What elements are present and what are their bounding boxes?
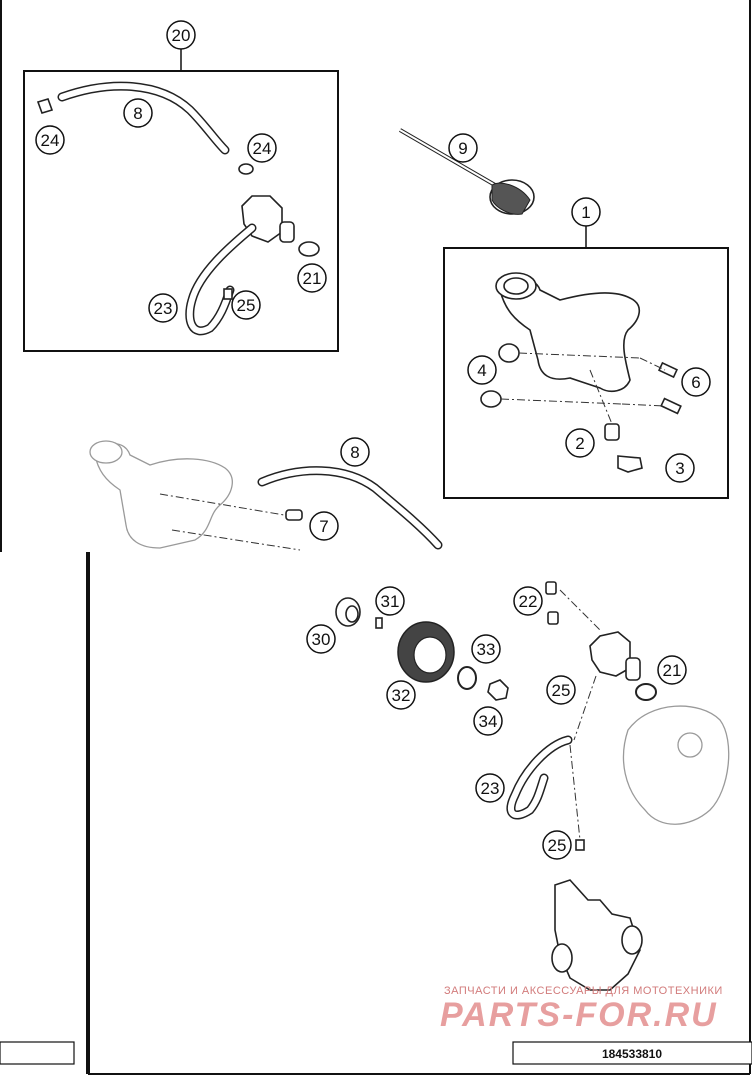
callout-label: 25 (552, 681, 571, 700)
callout-20: 20 (166, 20, 196, 50)
callout-31: 31 (375, 586, 405, 616)
kit-box-1 (443, 226, 729, 499)
callout-label: 30 (312, 630, 331, 649)
callout-label: 8 (133, 104, 142, 123)
callout-label: 23 (481, 779, 500, 798)
callout-25: 25 (542, 830, 572, 860)
callout-24: 24 (247, 133, 277, 163)
callout-label: 21 (663, 661, 682, 680)
callout-label: 3 (675, 459, 684, 478)
callout-label: 31 (381, 592, 400, 611)
callout-label: 34 (479, 712, 498, 731)
callout-label: 9 (458, 139, 467, 158)
callout-7: 7 (309, 511, 339, 541)
callout-label: 8 (350, 443, 359, 462)
callout-label: 7 (319, 517, 328, 536)
callout-3: 3 (665, 453, 695, 483)
callout-8: 8 (123, 98, 153, 128)
carburetor-assembly (335, 581, 730, 991)
callout-label: 6 (691, 373, 700, 392)
watermark-logo: PARTS-FOR.RU (440, 996, 718, 1034)
callout-33: 33 (471, 634, 501, 664)
callout-8: 8 (340, 437, 370, 467)
callout-label: 21 (303, 269, 322, 288)
callout-34: 34 (473, 706, 503, 736)
fuel-cap-part (398, 128, 535, 215)
kit-box-20 (23, 48, 339, 352)
drawing-number-box (512, 1041, 752, 1065)
drawing-number: 184533810 (602, 1047, 662, 1061)
callout-25: 25 (231, 290, 261, 320)
callout-label: 23 (154, 299, 173, 318)
callout-label: 25 (237, 296, 256, 315)
callout-30: 30 (306, 624, 336, 654)
callout-label: 32 (392, 686, 411, 705)
callout-32: 32 (386, 680, 416, 710)
callout-24: 24 (35, 125, 65, 155)
callout-label: 24 (41, 131, 60, 150)
watermark-line1: ЗАПЧАСТИ И АКСЕССУАРЫ ДЛЯ МОТОТЕХНИКИ (444, 985, 723, 997)
callout-22: 22 (513, 586, 543, 616)
callout-9: 9 (448, 133, 478, 163)
callout-label: 2 (575, 434, 584, 453)
callout-1: 1 (571, 197, 601, 227)
callout-label: 24 (253, 139, 272, 158)
callout-4: 4 (467, 355, 497, 385)
callout-6: 6 (681, 367, 711, 397)
callout-label: 22 (519, 592, 538, 611)
callout-23: 23 (148, 293, 178, 323)
callout-label: 25 (548, 836, 567, 855)
callout-label: 4 (477, 361, 486, 380)
callout-label: 33 (477, 640, 496, 659)
callout-label: 1 (581, 203, 590, 222)
callout-21: 21 (657, 655, 687, 685)
ghost-fuel-tank (89, 440, 443, 551)
callout-25: 25 (546, 675, 576, 705)
callout-label: 20 (172, 26, 191, 45)
callout-21: 21 (297, 263, 327, 293)
left-title-box (0, 1041, 75, 1065)
callout-23: 23 (475, 773, 505, 803)
callout-2: 2 (565, 428, 595, 458)
